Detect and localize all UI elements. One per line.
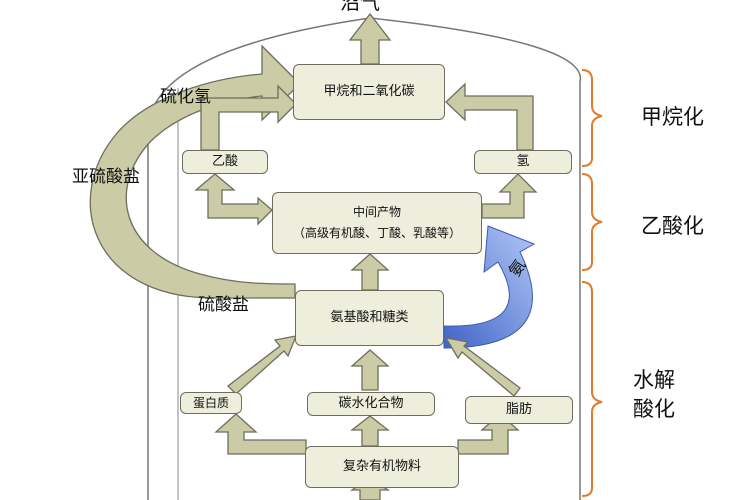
hydrogen-label: 氢	[516, 153, 530, 169]
arrow-intermediates-acetic	[194, 173, 273, 226]
protein-label: 蛋白质	[192, 395, 229, 410]
bracket-acetogenesis	[581, 173, 603, 271]
amino-sugars-label: 氨基酸和糖类	[330, 309, 409, 325]
arrow-carbohydrate-to-amino	[350, 349, 390, 391]
intermediates-box: 中间产物 （高级有机酸、丁酸、乳酸等）	[272, 192, 482, 254]
fat-box: 脂肪	[465, 396, 573, 424]
bracket-hydrolysis	[581, 281, 603, 497]
hydrogen-box: 氢	[474, 150, 572, 174]
flow-arrows	[194, 12, 538, 500]
sulfur-cycle-arrow	[89, 44, 301, 299]
biogas-label: 沼气	[340, 0, 380, 14]
arrow-to-biogas	[348, 12, 392, 65]
stage-hydrolysis-line2: 酸化	[633, 397, 675, 421]
arrow-acetic-to-methane	[200, 84, 297, 151]
carbohydrate-box: 碳水化合物	[307, 392, 435, 416]
arrow-intermediates-hydrogen	[481, 173, 538, 219]
arrow-amino-to-intermediates	[350, 253, 390, 291]
methane-co2-box: 甲烷和二氧化碳	[293, 64, 445, 120]
sulfite-label: 亚硫酸盐	[72, 167, 140, 187]
fat-label: 脂肪	[505, 401, 532, 417]
organic-matter-label: 复杂有机物料	[342, 458, 421, 474]
acetic-acid-label: 乙酸	[211, 153, 238, 169]
sulfate-label: 硫酸盐	[198, 295, 249, 315]
stage-hydrolysis-line1: 水解	[633, 368, 675, 392]
arrow-organic-to-carbohydrate	[350, 415, 390, 447]
intermediates-detail: （高级有机酸、丁酸、乳酸等）	[292, 226, 461, 240]
stage-methanation: 甲烷化	[641, 105, 704, 129]
stage-brackets	[581, 69, 603, 497]
protein-box: 蛋白质	[180, 392, 242, 414]
methane-co2-label: 甲烷和二氧化碳	[323, 83, 415, 99]
carbohydrate-label: 碳水化合物	[338, 395, 404, 411]
bracket-methanation	[581, 69, 603, 167]
acetic-acid-box: 乙酸	[182, 150, 268, 174]
intermediates-title: 中间产物	[352, 205, 401, 219]
stage-acetogenesis: 乙酸化	[641, 214, 704, 238]
ammonia-arrow	[443, 225, 536, 349]
organic-matter-box: 复杂有机物料	[305, 446, 459, 488]
arrow-protein-to-amino	[227, 335, 298, 395]
h2s-label: 硫化氢	[160, 87, 211, 107]
arrow-fat-to-amino	[444, 337, 521, 397]
arrow-hydrogen-to-methane	[445, 82, 534, 151]
arrow-organic-to-protein	[214, 413, 307, 455]
amino-sugars-box: 氨基酸和糖类	[295, 290, 444, 346]
